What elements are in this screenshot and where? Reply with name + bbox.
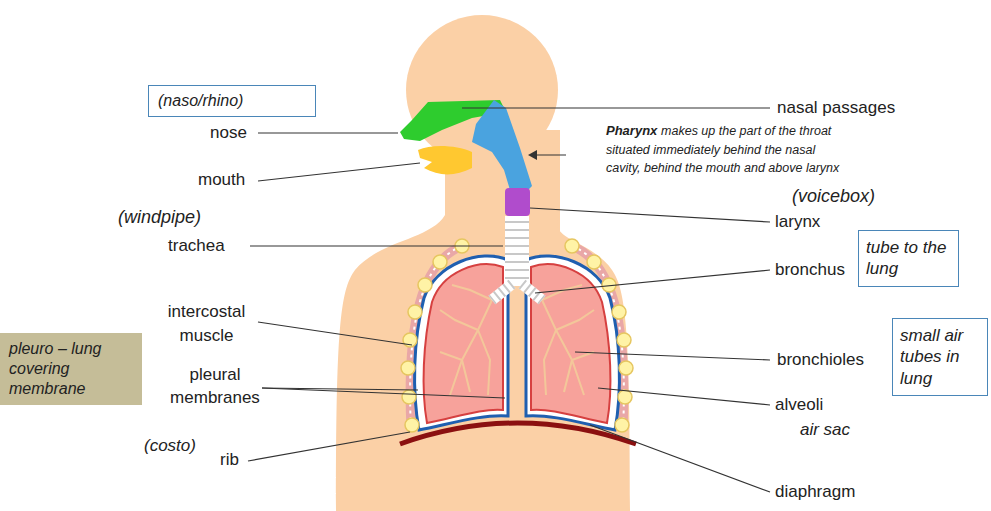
pharynx (472, 100, 532, 192)
label-block: intercostal muscle (158, 300, 255, 348)
part-label: nose (210, 123, 247, 142)
label-block: nasal passages (777, 98, 895, 118)
part-label: diaphragm (775, 482, 855, 501)
note-heading: Pharynx (606, 123, 657, 138)
note-box: (naso/rhino) (148, 85, 316, 117)
arrow-head (528, 150, 537, 160)
box-text: tube to the lung (866, 237, 951, 280)
box-text: (naso/rhino) (158, 91, 306, 111)
note-box: small air tubes in lung (892, 318, 988, 396)
label-block: alveoli (775, 395, 823, 415)
part-label: pleural membranes (170, 365, 260, 407)
part-label: bronchioles (777, 350, 864, 369)
label-block: pleural membranes (170, 364, 260, 410)
label-block: (costo) (144, 436, 196, 456)
label-block: diaphragm (775, 482, 855, 502)
label-block: larynx (775, 212, 820, 232)
bronchiole-tree (440, 285, 594, 395)
mouth-cavity (418, 146, 472, 174)
torso (336, 215, 630, 511)
pleural-membrane (415, 256, 508, 430)
trachea (505, 216, 529, 286)
note-box: tube to the lung (858, 230, 959, 287)
larynx (505, 188, 530, 216)
part-label: bronchus (775, 260, 845, 279)
part-label: (costo) (144, 436, 196, 455)
diaphragm (400, 423, 636, 444)
label-block: (voicebox) (792, 186, 875, 208)
bronchus (522, 284, 542, 300)
box-text: pleuro – lung covering membrane (9, 339, 133, 399)
bronchus-rings (522, 284, 542, 300)
rib-dots (401, 239, 633, 432)
bronchus (492, 284, 512, 300)
label-block: rib (220, 450, 239, 470)
part-label: (windpipe) (118, 207, 201, 227)
part-label: intercostal muscle (168, 302, 245, 345)
label-block: mouth (198, 170, 245, 190)
right-lung (531, 264, 610, 423)
part-label: air sac (800, 420, 850, 439)
label-block: trachea (168, 236, 225, 256)
part-label: rib (220, 450, 239, 469)
box-text: small air tubes in lung (900, 325, 980, 389)
label-block: air sac (800, 420, 850, 440)
trachea-rings (505, 222, 529, 278)
pleural-membrane (526, 256, 619, 430)
left-lung (424, 264, 503, 423)
label-block: (windpipe) (118, 207, 201, 229)
part-label: nasal passages (777, 98, 895, 117)
label-block: bronchus (775, 260, 845, 280)
label-block: nose (210, 123, 247, 143)
part-label: trachea (168, 236, 225, 255)
part-label: (voicebox) (792, 186, 875, 206)
bronchus-rings (492, 284, 512, 300)
part-label: mouth (198, 170, 245, 189)
label-block: bronchioles (777, 350, 864, 370)
note-box: pleuro – lung covering membrane (0, 333, 142, 405)
part-label: alveoli (775, 395, 823, 414)
label-block: Pharynxmakes up the part of the throat s… (606, 122, 844, 177)
part-label: larynx (775, 212, 820, 231)
